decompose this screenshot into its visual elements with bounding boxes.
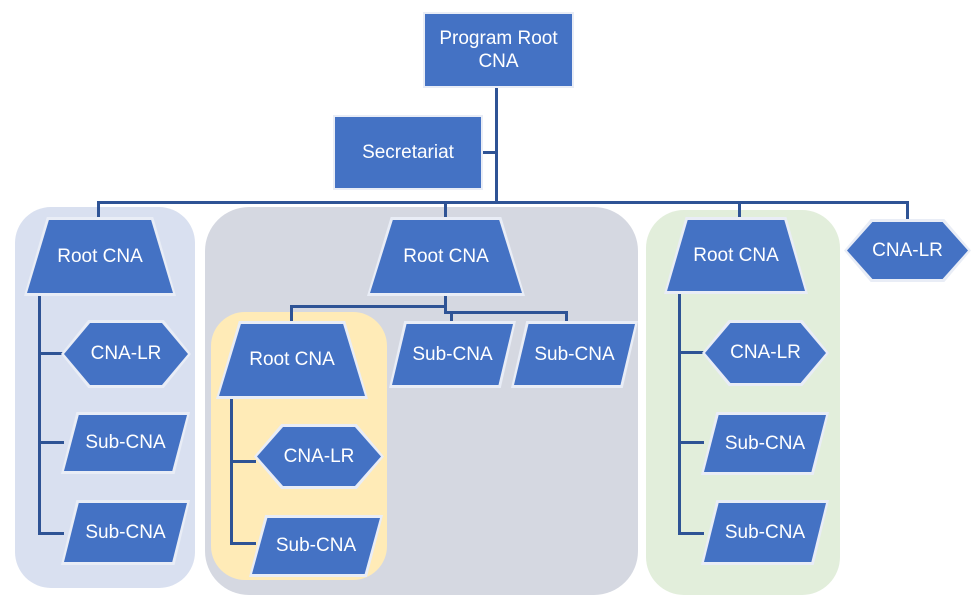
connector-right-vertical [678,292,681,535]
node-right-cna-lr: CNA-LR [702,320,829,386]
node-nested-cna-lr: CNA-LR [254,424,384,489]
node-left-sub-cna-1-label: Sub-CNA [85,432,166,454]
connector-nested-stub-sub [230,542,256,545]
connector-middle-vertical [444,294,447,314]
connector-stub-middle-sub2 [565,311,568,322]
connector-middle-branch-left [290,305,447,308]
connector-right-stub-sub1 [678,441,704,444]
connector-program-root-vertical [495,88,498,203]
node-left-cna-lr: CNA-LR [61,320,191,388]
node-nested-sub-cna: Sub-CNA [249,515,383,577]
connector-stub-left-group [97,201,100,218]
node-nested-root-cna-label: Root CNA [249,349,335,371]
connector-stub-right-group [738,201,741,218]
connector-right-stub-cnalr [678,351,704,354]
connector-right-stub-sub2 [678,532,704,535]
node-right-sub-cna-1: Sub-CNA [701,412,829,475]
node-middle-sub-cna-2: Sub-CNA [511,321,638,388]
connector-stub-nested-root [290,305,293,322]
node-right-sub-cna-2: Sub-CNA [701,500,829,565]
connector-left-vertical [38,294,41,535]
node-right-root-cna: Root CNA [664,217,808,294]
node-standalone-cna-lr: CNA-LR [844,219,971,282]
node-left-cna-lr-label: CNA-LR [90,343,162,365]
node-nested-sub-cna-label: Sub-CNA [275,535,357,557]
node-nested-root-cna: Root CNA [216,321,368,399]
node-standalone-cna-lr-label: CNA-LR [872,239,943,261]
connector-stub-standalone-hex [906,201,909,220]
connector-nested-vertical [230,397,233,545]
node-program-root-cna-label: Program Root CNA [439,27,558,72]
connector-left-stub-sub2 [38,532,64,535]
connector-stub-middle-group [444,201,447,218]
node-left-root-cna-label: Root CNA [57,245,143,267]
node-middle-root-cna: Root CNA [367,217,525,296]
node-right-sub-cna-1-label: Sub-CNA [724,432,806,454]
connector-nested-stub-cnalr [230,460,256,463]
node-secretariat-label: Secretariat [362,141,454,163]
node-program-root-cna: Program Root CNA [423,12,574,88]
node-left-sub-cna-2: Sub-CNA [61,500,190,565]
connector-stub-middle-sub1 [450,311,453,322]
connector-left-stub-sub1 [38,441,64,444]
node-left-sub-cna-1: Sub-CNA [61,412,190,474]
connector-middle-branch-right [444,311,568,314]
node-right-root-cna-label: Root CNA [693,244,779,266]
node-middle-root-cna-label: Root CNA [403,245,489,267]
connector-main-horizontal [97,201,909,204]
node-secretariat: Secretariat [333,115,483,190]
node-middle-sub-cna-2-label: Sub-CNA [534,343,615,365]
node-nested-cna-lr-label: CNA-LR [283,445,355,467]
node-right-sub-cna-2-label: Sub-CNA [724,521,806,543]
node-right-cna-lr-label: CNA-LR [730,342,801,364]
node-middle-sub-cna-1-label: Sub-CNA [412,343,493,365]
node-left-sub-cna-2-label: Sub-CNA [85,521,166,543]
node-middle-sub-cna-1: Sub-CNA [389,321,516,388]
connector-secretariat-stub [483,151,497,154]
node-left-root-cna: Root CNA [24,217,176,296]
connector-left-stub-cnalr [38,352,64,355]
